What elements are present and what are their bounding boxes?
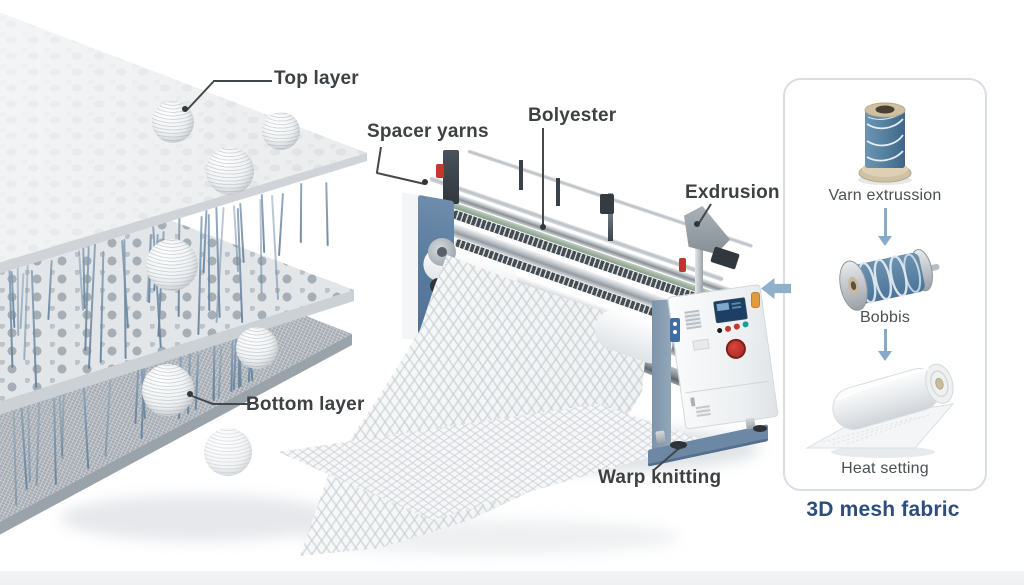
step-label: Heat setting xyxy=(841,460,929,477)
floor-shadow-band xyxy=(0,571,1024,585)
red-handle xyxy=(679,258,686,272)
control-button xyxy=(716,327,723,334)
frame-post xyxy=(556,178,560,206)
spacer-yarn xyxy=(325,181,329,246)
control-button xyxy=(724,325,732,333)
console-side-face xyxy=(652,299,671,451)
emergency-stop-button xyxy=(724,337,748,361)
process-panel: Varn extrussion xyxy=(783,78,987,491)
screen-line xyxy=(731,301,741,306)
spacer-yarn xyxy=(277,192,284,256)
extrusion-bracket xyxy=(684,206,730,254)
yarn-ball xyxy=(204,428,252,476)
display-screen xyxy=(713,297,748,324)
yarn-ball xyxy=(206,147,254,195)
process-step-yarn-extrusion xyxy=(785,94,985,186)
red-knob xyxy=(436,164,444,178)
yarn-ball xyxy=(236,327,278,369)
label-sticker xyxy=(692,338,710,351)
side-control-box xyxy=(670,318,680,342)
top-layer-label: Top layer xyxy=(274,68,359,89)
yarn-ball xyxy=(142,364,194,416)
leader-dot xyxy=(675,444,681,450)
yarn-ball xyxy=(146,239,198,291)
leader-line xyxy=(376,172,425,185)
flow-down-arrow-icon xyxy=(785,208,985,246)
vent-grille xyxy=(695,405,711,417)
door-latch xyxy=(690,397,696,407)
polyester-label: Bolyester xyxy=(528,105,617,126)
yarn-spool-icon xyxy=(858,102,912,185)
clamp-block xyxy=(710,246,740,270)
yarn-ball xyxy=(262,112,300,150)
leader-line xyxy=(375,146,382,174)
control-button xyxy=(742,320,749,328)
support-post xyxy=(695,236,703,292)
spacer-yarn xyxy=(16,266,19,337)
screen-line xyxy=(732,305,742,310)
left-gear-tower xyxy=(443,150,459,204)
screen-content xyxy=(716,302,730,312)
leader-dot xyxy=(540,224,546,230)
frame-post xyxy=(519,160,523,190)
fabric-roll-icon xyxy=(805,363,955,458)
leader-line xyxy=(213,403,251,405)
step-label: Varn extrussion xyxy=(828,187,942,204)
extrusion-label: Exdrusion xyxy=(685,182,780,203)
process-step-heat-setting xyxy=(785,356,985,460)
bottom-layer-label: Bottom layer xyxy=(246,394,365,415)
tension-block xyxy=(600,194,614,214)
control-button xyxy=(733,323,741,330)
machine-foot xyxy=(655,430,666,444)
vent-grille xyxy=(684,309,702,330)
leader-dot xyxy=(187,391,193,397)
flow-down-arrow-icon xyxy=(785,329,985,361)
structure-shadow xyxy=(60,495,340,541)
spacer-yarn xyxy=(299,182,303,243)
door-seam xyxy=(685,380,769,394)
frame-post xyxy=(608,193,613,241)
process-step-bobbins xyxy=(785,244,985,316)
roller-axle xyxy=(437,247,447,257)
leader-line xyxy=(213,80,272,82)
warp-knitting-label: Warp knitting xyxy=(598,467,722,488)
bobbin-icon xyxy=(839,248,940,311)
machine-control-panel xyxy=(667,283,779,430)
spacer-yarns-label: Spacer yarns xyxy=(367,121,489,142)
leader-dot xyxy=(422,179,428,185)
panel-caption: 3D mesh fabric xyxy=(806,498,960,521)
foot-pad xyxy=(753,425,767,432)
step-label: Bobbis xyxy=(859,309,911,326)
indicator-lamp xyxy=(751,292,760,308)
leader-dot xyxy=(182,106,188,112)
leader-line xyxy=(542,128,544,227)
leader-dot xyxy=(694,221,700,227)
